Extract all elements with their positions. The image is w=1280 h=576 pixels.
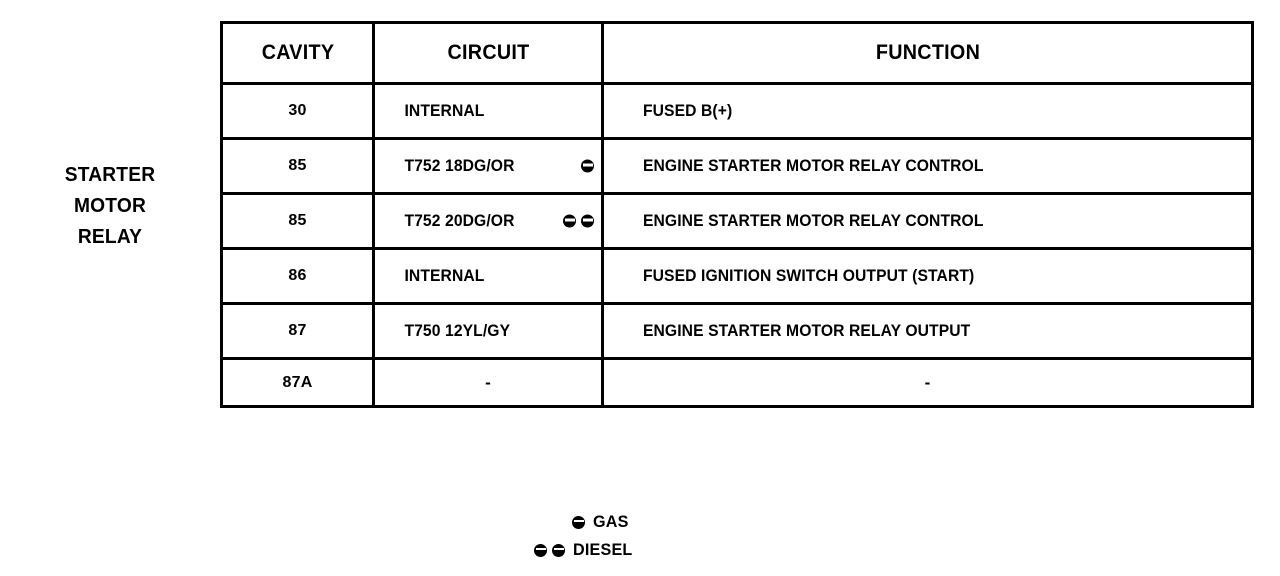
cell-cavity: 30 [220, 82, 375, 140]
cell-circuit: T750 12YL/GY [372, 302, 604, 360]
component-label: STARTER MOTOR RELAY [14, 160, 206, 253]
table-row: 85 T752 18DG/OR ENGINE STARTER MOTOR RELAY… [220, 137, 1254, 195]
function-description: ENGINE STARTER MOTOR RELAY CONTROL [642, 156, 984, 175]
legend-marker-group-gas [525, 515, 593, 529]
component-label-line-2: MOTOR [73, 195, 147, 217]
cell-cavity: 87 [220, 302, 375, 360]
legend-label-gas: GAS [593, 512, 629, 531]
cell-cavity: 87A [220, 357, 375, 408]
fuel-marker-icon [534, 543, 547, 557]
circuit-code: INTERNAL [404, 266, 485, 285]
circuit-code: - [485, 372, 491, 392]
cell-circuit: - [372, 357, 604, 408]
table-header-row: CAVITY CIRCUIT FUNCTION [222, 21, 1253, 85]
column-header-cavity: CAVITY [224, 21, 371, 85]
cell-cavity: 85 [220, 137, 375, 195]
column-header-function: FUNCTION [620, 21, 1235, 85]
legend-marker-group-diesel [505, 543, 573, 557]
table-row: 86 INTERNAL FUSED IGNITION SWITCH OUTPUT (… [220, 247, 1254, 305]
cell-function: ENGINE STARTER MOTOR RELAY CONTROL [601, 192, 1254, 250]
table-row: 30 INTERNAL FUSED B(+) [220, 82, 1254, 140]
cell-function: ENGINE STARTER MOTOR RELAY OUTPUT [601, 302, 1254, 360]
fuel-marker-icon [552, 543, 565, 557]
fuel-marker-icon [581, 214, 594, 228]
fuel-marker-icon [572, 515, 585, 529]
table-row: 87A - - [220, 357, 1254, 408]
fuel-marker-group [563, 214, 594, 228]
column-header-circuit: CIRCUIT [378, 21, 598, 85]
component-label-line-1: STARTER [64, 164, 156, 186]
function-description: FUSED IGNITION SWITCH OUTPUT (START) [642, 266, 975, 285]
cell-function: FUSED IGNITION SWITCH OUTPUT (START) [601, 247, 1254, 305]
table-row: 85 T752 20DG/OR ENGINE STARTER MOTOR RELAY… [220, 192, 1254, 250]
function-description: FUSED B(+) [642, 101, 733, 120]
circuit-code: T752 18DG/OR [404, 156, 515, 175]
cell-function: ENGINE STARTER MOTOR RELAY CONTROL [601, 137, 1254, 195]
cell-circuit: T752 20DG/OR [372, 192, 604, 250]
function-description: ENGINE STARTER MOTOR RELAY CONTROL [642, 211, 984, 230]
table-header: CAVITY CIRCUIT FUNCTION [222, 21, 1253, 85]
legend-label-diesel: DIESEL [573, 540, 633, 559]
fuel-marker-group [581, 159, 594, 173]
cell-cavity: 86 [220, 247, 375, 305]
component-label-line-3: RELAY [77, 226, 143, 248]
function-description: - [924, 372, 931, 392]
cell-function: FUSED B(+) [601, 82, 1254, 140]
cell-cavity: 85 [220, 192, 375, 250]
legend-item-diesel: DIESEL [0, 536, 1280, 564]
circuit-code: T752 20DG/OR [404, 211, 515, 230]
cell-circuit: T752 18DG/OR [372, 137, 604, 195]
circuit-code: T750 12YL/GY [404, 321, 511, 340]
fuel-marker-icon [563, 214, 576, 228]
fuel-marker-icon [581, 159, 594, 173]
function-description: ENGINE STARTER MOTOR RELAY OUTPUT [642, 321, 971, 340]
cell-circuit: INTERNAL [372, 247, 604, 305]
fuel-type-legend: GAS DIESEL [0, 508, 1280, 564]
circuit-code: INTERNAL [404, 101, 485, 120]
legend-item-gas: GAS [0, 508, 1280, 536]
cell-circuit: INTERNAL [372, 82, 604, 140]
table-row: 87 T750 12YL/GY ENGINE STARTER MOTOR RELAY… [220, 302, 1254, 360]
cell-function: - [601, 357, 1254, 408]
